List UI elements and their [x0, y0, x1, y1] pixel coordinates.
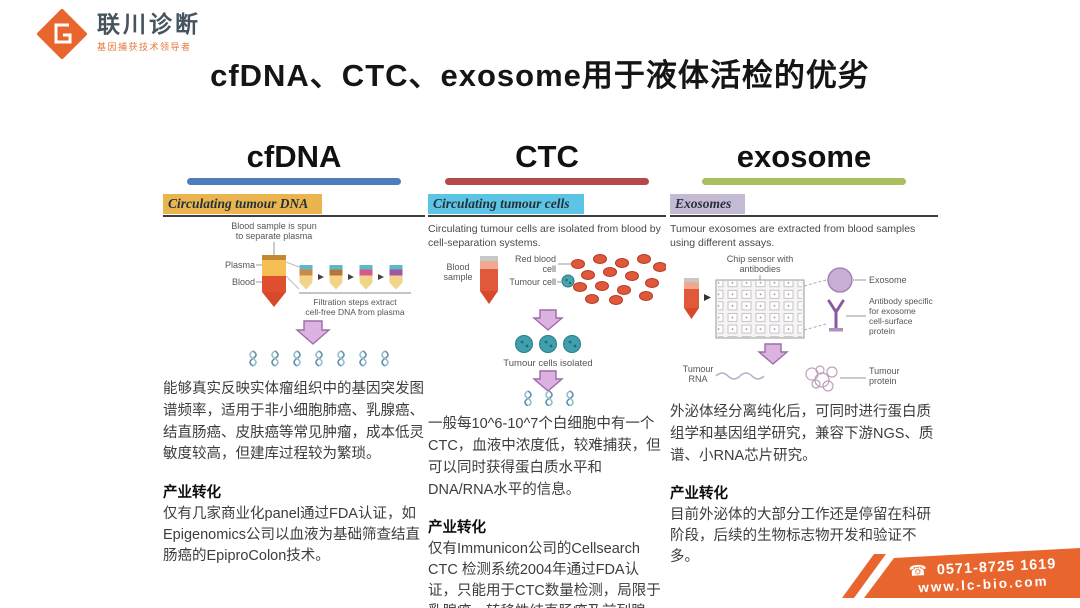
- ctc-banner: Circulating tumour cells: [428, 194, 666, 218]
- isolated-tumour-cells-icon: [515, 335, 581, 354]
- filtration-tubes-icon: [299, 265, 403, 290]
- page-title: cfDNA、CTC、exosome用于液体活检的优劣: [210, 58, 870, 93]
- down-arrow-icon: [758, 343, 788, 366]
- antibody-label-line3: cell-surface: [869, 316, 913, 326]
- chip-sensor-label-line1: Chip sensor with: [727, 254, 794, 264]
- dna-strands-icon: [249, 350, 389, 367]
- blood-sample-label-line1: Blood: [446, 262, 469, 272]
- red-blood-label-line1: Red blood: [515, 254, 556, 264]
- cfdna-spin-caption-line1: Blood sample is spun: [231, 221, 317, 231]
- blood-sample-label-line2: sample: [443, 272, 472, 282]
- exosome-intro: Tumour exosomes are extracted from blood…: [670, 223, 916, 250]
- tumour-rna-label-line1: Tumour: [683, 364, 714, 374]
- exosome-banner-label: Exosomes: [670, 194, 746, 215]
- exosome-header: exosome: [736, 139, 872, 174]
- exosome-icon: [827, 267, 853, 294]
- red-blood-cells-icon: [571, 254, 666, 306]
- filtration-caption-line1: Filtration steps extract: [313, 297, 397, 307]
- tumour-cell-icon: [561, 274, 575, 288]
- svg-text:☎ 0571-8725 1619: ☎ 0571-8725 1619: [908, 556, 1056, 580]
- cfdna-header-bar: [186, 178, 402, 186]
- tumour-protein-icon: [805, 365, 838, 393]
- antibody-icon: [827, 299, 845, 332]
- blood-sample-tube-icon: [480, 256, 498, 305]
- down-arrow-icon: [296, 320, 330, 345]
- chip-sensor-label-line2: antibodies: [739, 264, 781, 274]
- ctc-header-bar: [444, 178, 650, 186]
- footer-ribbon: ☎ 0571-8725 1619 www.lc-bio.com: [842, 548, 1080, 598]
- exosome-label: Exosome: [869, 275, 907, 285]
- footer-phone: 0571-8725 1619: [936, 556, 1056, 578]
- antibody-label-line1: Antibody specific: [869, 296, 934, 306]
- plasma-label: Plasma: [225, 260, 255, 270]
- cfdna-header: cfDNA: [246, 139, 342, 174]
- tumour-protein-label-line2: protein: [869, 376, 897, 386]
- ctc-industry-heading: 产业转化: [428, 519, 486, 536]
- brand-logo: 联川诊断 基因捕获技术领导者: [36, 8, 201, 60]
- tumour-cells-isolated-label: Tumour cells isolated: [503, 358, 592, 369]
- dna-strands-icon: [524, 390, 574, 407]
- brand-name: 联川诊断: [97, 11, 201, 37]
- blood-tube-icon: [262, 255, 286, 308]
- ribbon-main: [864, 548, 1080, 598]
- exosome-industry-text: 目前外泌体的大部分工作还是停留在科研阶段，后续的生物标志物开发和验证不多。: [670, 507, 931, 566]
- brand-tagline: 基因捕获技术领导者: [97, 42, 192, 53]
- down-arrow-icon: [533, 370, 563, 393]
- ctc-industry-text: 仅有Immunicon公司的Cellsearch CTC 检测系统2004年通过…: [428, 540, 661, 608]
- red-blood-label-line2: cell: [542, 264, 556, 274]
- exosome-description: 外泌体经分离纯化后，可同时进行蛋白质组学和基因组学研究，兼容下游NGS、质谱、小…: [670, 404, 934, 464]
- blood-tube-icon: [684, 278, 699, 320]
- cfdna-industry-text: 仅有几家商业化panel通过FDA认证，如Epigenomics公司以血液为基础…: [163, 505, 421, 564]
- exosome-header-bar: [702, 178, 906, 186]
- ctc-header: CTC: [515, 139, 579, 174]
- brand-logo-icon: [37, 9, 87, 59]
- ctc-diagram: Blood sample: [443, 254, 666, 407]
- rna-strand-icon: [715, 372, 765, 381]
- cfdna-banner: Circulating tumour DNA: [163, 194, 425, 218]
- cfdna-banner-label: Circulating tumour DNA: [163, 194, 323, 215]
- tumour-cell-label: Tumour cell: [509, 277, 556, 287]
- right-arrow-icon: [704, 294, 711, 302]
- filtration-caption-line2: cell-free DNA from plasma: [305, 307, 404, 317]
- ribbon-stripe: [842, 554, 886, 598]
- ctc-banner-label: Circulating tumour cells: [428, 194, 584, 215]
- exosome-banner: Exosomes: [670, 194, 938, 218]
- ctc-description: 一般每10^6-10^7个白细胞中有一个CTC，血液中浓度低，较难捕获，但可以同…: [428, 416, 661, 498]
- cfdna-diagram: Blood sample is spun to separate plasma …: [225, 221, 411, 367]
- footer-website: www.lc-bio.com: [917, 574, 1049, 596]
- exosome-industry-heading: 产业转化: [670, 486, 728, 503]
- down-arrow-icon: [533, 309, 563, 332]
- cfdna-description: 能够真实反映实体瘤组织中的基因突发图谱频率，适用于非小细胞肺癌、乳腺癌、结直肠癌…: [163, 381, 424, 463]
- cfdna-industry-heading: 产业转化: [163, 484, 221, 501]
- blood-label: Blood: [232, 277, 255, 287]
- antibody-label-line4: protein: [869, 326, 895, 336]
- exosome-diagram: Chip sensor with antibodies Exosome: [683, 254, 934, 393]
- tumour-protein-label-line1: Tumour: [869, 366, 900, 376]
- ctc-intro: Circulating tumour cells are isolated fr…: [428, 223, 661, 250]
- column-cfdna: cfDNA Circulating tumour DNA Blood sampl…: [163, 139, 425, 581]
- antibody-label-line2: for exosome: [869, 306, 916, 316]
- column-ctc: CTC Circulating tumour cells Circulating…: [428, 139, 666, 608]
- cfdna-spin-caption-line2: to separate plasma: [236, 231, 313, 241]
- tumour-rna-label-line2: RNA: [688, 374, 707, 384]
- column-exosome: exosome Exosomes Tumour exosomes are ext…: [670, 139, 938, 583]
- chip-sensor-icon: [715, 279, 805, 339]
- phone-icon: ☎: [908, 563, 928, 580]
